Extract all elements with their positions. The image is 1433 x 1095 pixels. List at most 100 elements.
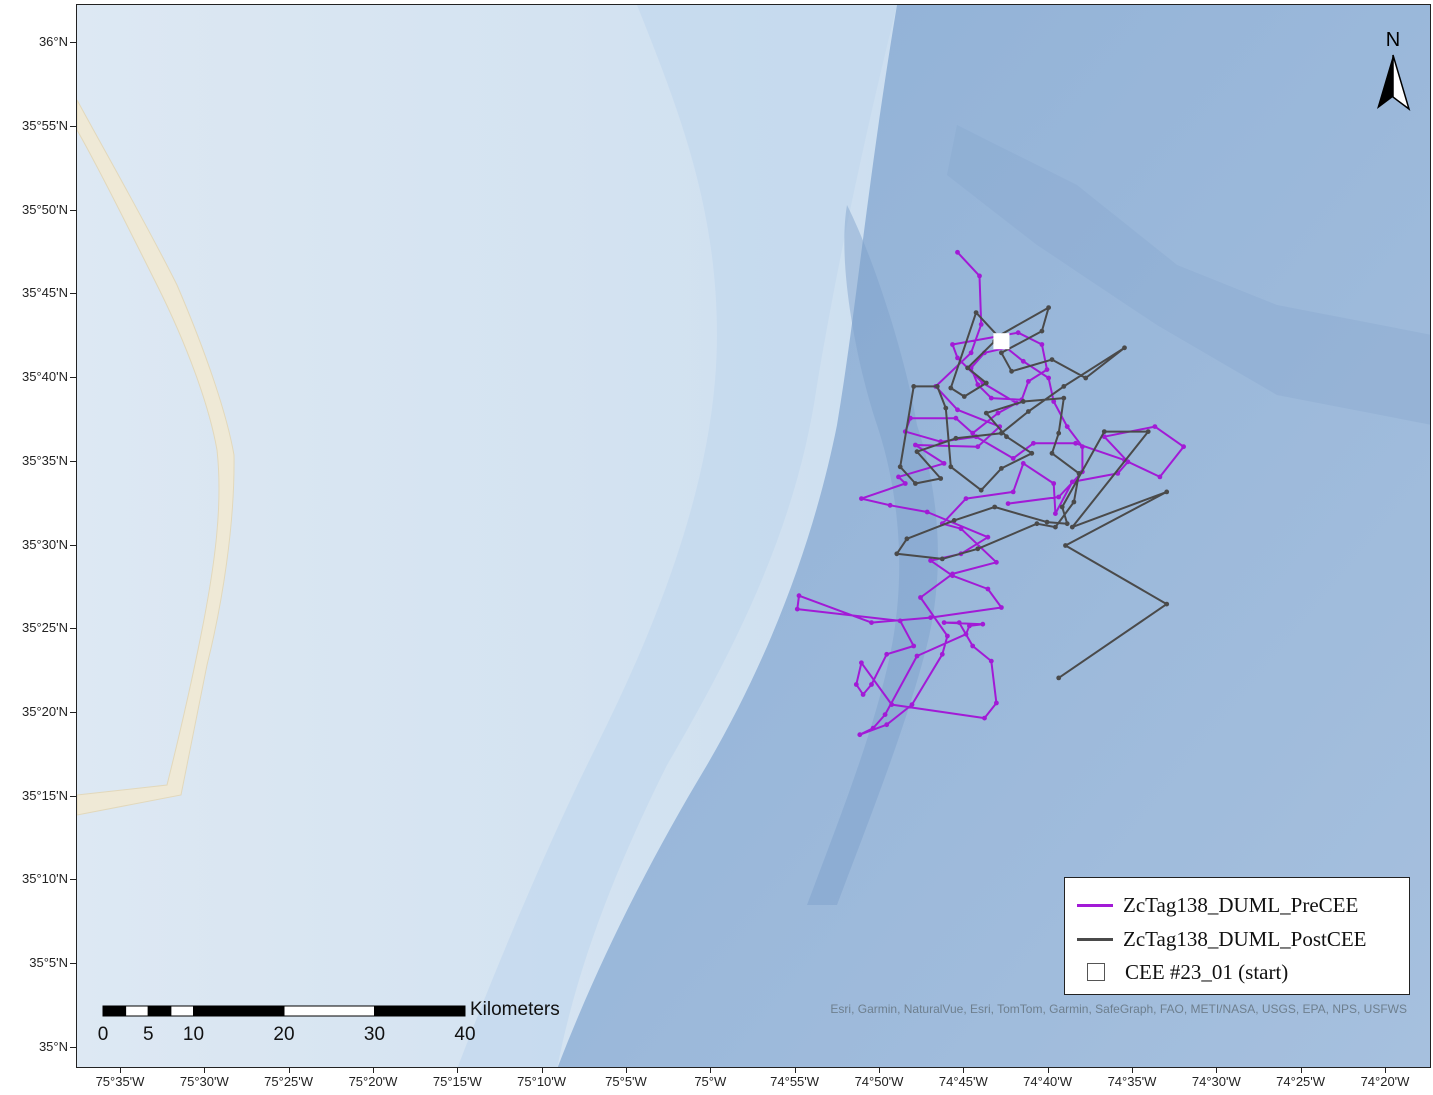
precee-track-point xyxy=(955,407,960,413)
precee-track-point xyxy=(859,496,864,501)
postcee-track-point xyxy=(951,518,957,523)
postcee-track-point xyxy=(1061,384,1067,389)
precee-track-point xyxy=(1046,375,1051,381)
precee-track-point xyxy=(1039,342,1045,347)
precee-track-point xyxy=(924,509,930,515)
precee-track-point xyxy=(953,415,959,421)
postcee-track-point xyxy=(897,464,903,470)
scale-bar-label: 10 xyxy=(182,1024,205,1045)
precee-track-point xyxy=(860,692,866,697)
precee-track-point xyxy=(1051,481,1057,486)
precee-track-point xyxy=(889,702,895,707)
postcee-track-point xyxy=(999,466,1004,471)
precee-track-point xyxy=(796,593,802,599)
longitude-label: 75°10'W xyxy=(517,1074,567,1089)
postcee-track-point xyxy=(983,410,989,416)
latitude-label: 35°25'N xyxy=(22,620,68,636)
precee-track-point xyxy=(980,621,986,627)
postcee-track-point xyxy=(1026,409,1031,414)
map-attribution: Esri, Garmin, NaturalVue, Esri, TomTom, … xyxy=(830,1002,1407,1016)
longitude-label: 74°20'W xyxy=(1360,1074,1410,1089)
precee-track-point xyxy=(1181,444,1186,450)
scale-bar-label: 20 xyxy=(273,1024,295,1045)
postcee-track-point xyxy=(1083,375,1089,381)
postcee-track-point xyxy=(1020,399,1026,404)
precee-track-point xyxy=(870,725,876,731)
north-arrow: N xyxy=(1371,29,1415,111)
latitude-tick xyxy=(70,42,76,43)
canyon-shading xyxy=(947,125,1430,425)
longitude-label: 74°55'W xyxy=(770,1074,820,1089)
deep-water xyxy=(557,5,1430,1067)
scale-bar-segment xyxy=(283,1005,375,1017)
precee-track-point xyxy=(945,633,950,639)
precee-track-point xyxy=(869,620,874,625)
latitude-tick xyxy=(70,795,76,797)
precee-track-point xyxy=(794,606,800,612)
longitude-tick xyxy=(541,1068,543,1073)
precee-track-point xyxy=(1010,456,1016,461)
longitude-label: 75°35'W xyxy=(95,1074,145,1089)
latitude-tick xyxy=(70,1047,76,1048)
map-svg xyxy=(77,5,1430,1067)
precee-track-point xyxy=(1053,511,1058,516)
precee-track-point xyxy=(1031,440,1036,446)
precee-track-point xyxy=(896,474,901,480)
longitude-tick xyxy=(710,1068,712,1073)
postcee-track-point xyxy=(1029,450,1035,456)
precee-track-point xyxy=(1026,379,1031,384)
precee-track-point xyxy=(914,653,920,659)
precee-track-point xyxy=(995,410,1001,416)
longitude-label: 75°W xyxy=(694,1074,727,1089)
precee-track-point xyxy=(884,722,890,728)
latitude-label: 35°30'N xyxy=(22,536,68,552)
precee-track-point xyxy=(859,660,864,666)
scale-bar-label: 40 xyxy=(454,1024,476,1045)
longitude-tick xyxy=(1132,1068,1133,1073)
precee-track-point xyxy=(975,444,981,450)
latitude-label: 35°40'N xyxy=(22,368,68,384)
longitude-label: 74°35'W xyxy=(1107,1074,1157,1089)
precee-track-point xyxy=(985,534,991,540)
tracks-layer xyxy=(794,249,1186,738)
cee-start-marker[interactable] xyxy=(993,333,1010,350)
scale-bar-segment xyxy=(102,1005,127,1017)
postcee-track-point xyxy=(1071,499,1077,505)
precee-track-point xyxy=(857,732,863,738)
precee-track-point xyxy=(967,623,972,629)
longitude-tick xyxy=(879,1068,880,1073)
precee-track-point xyxy=(1020,461,1026,466)
latitude-tick xyxy=(70,376,76,378)
latitude-label: 35°10'N xyxy=(22,871,68,887)
postcee-track-point xyxy=(939,556,945,562)
postcee-track-point xyxy=(1056,430,1062,436)
map-canvas[interactable]: N xyxy=(76,4,1431,1068)
scale-bar-unit: Kilometers xyxy=(470,999,560,1020)
precee-track-point xyxy=(950,571,955,577)
north-arrow-label: N xyxy=(1385,29,1401,51)
precee-track-point xyxy=(963,496,969,501)
scale-bar-graphic xyxy=(102,1005,466,1017)
longitude-label: 75°5'W xyxy=(605,1074,647,1089)
latitude-tick xyxy=(70,293,76,295)
longitude-tick xyxy=(457,1068,459,1073)
latitude-label: 35°35'N xyxy=(22,452,68,468)
postcee-track-point xyxy=(965,365,970,371)
precee-track-point xyxy=(982,715,987,721)
legend-swatch-postcee xyxy=(1077,937,1113,941)
postcee-track-point xyxy=(978,487,984,493)
precee-track-point xyxy=(994,559,999,565)
legend-item-precee: ZcTag138_DUML_PreCEE xyxy=(1077,890,1358,920)
precee-track-point xyxy=(911,643,917,649)
scale-bar-segment xyxy=(170,1005,194,1017)
postcee-track-point xyxy=(975,546,981,552)
precee-track-point xyxy=(1015,330,1021,336)
precee-track-point xyxy=(988,658,994,664)
longitude-tick xyxy=(626,1068,627,1073)
postcee-track-point xyxy=(1034,521,1040,527)
precee-track-point xyxy=(970,643,976,649)
postcee-track-point xyxy=(1076,471,1082,476)
postcee-track-point xyxy=(914,449,920,455)
longitude-tick xyxy=(1300,1068,1302,1073)
